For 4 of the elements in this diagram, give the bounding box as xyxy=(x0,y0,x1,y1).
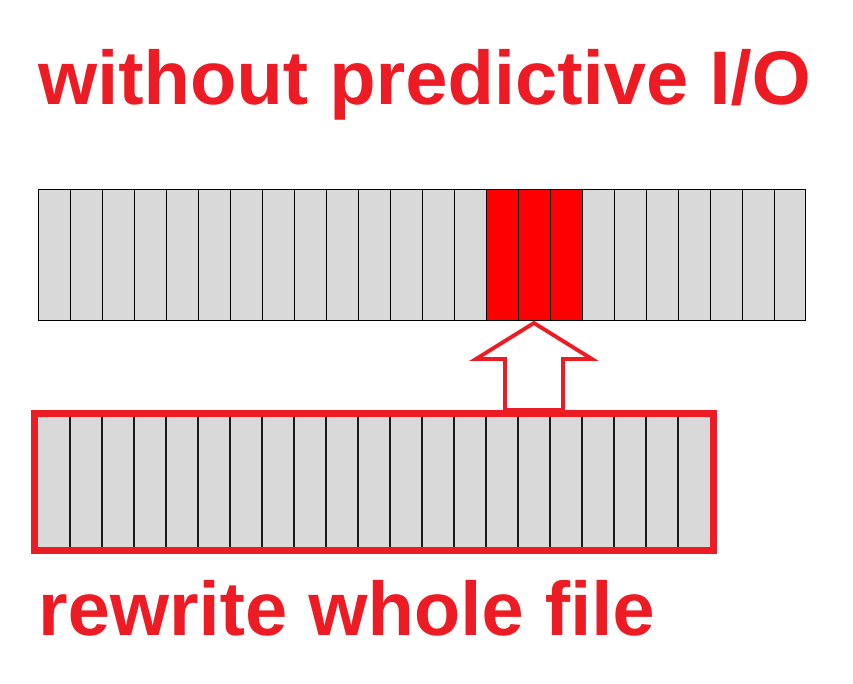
box-caption: rewrite whole file xyxy=(38,572,655,648)
file-bar xyxy=(38,189,806,321)
block-arrow xyxy=(468,320,600,412)
modified-segment xyxy=(486,190,582,320)
